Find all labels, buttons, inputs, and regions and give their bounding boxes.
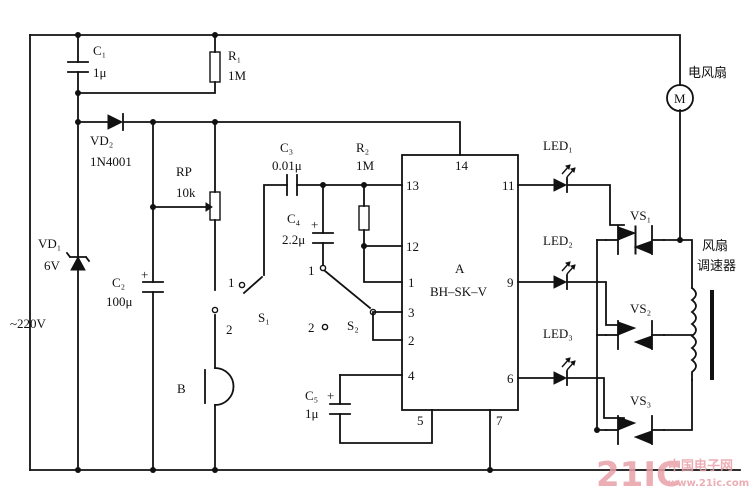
mic-label: B (177, 381, 186, 396)
rp-label: RP (176, 164, 192, 179)
ic-pin2: 2 (408, 333, 415, 348)
vd2-type: 1N4001 (90, 154, 132, 169)
vd1-label: VD₁ (38, 236, 61, 251)
mains-label: ~220V (10, 316, 47, 331)
s1-pos1: 1 (228, 275, 235, 290)
c4-label: C₄ (287, 211, 301, 226)
motor-label: 电风扇 (688, 65, 727, 81)
vd2-label: VD₂ (90, 133, 113, 148)
labels: C₁ 1μ R₁ 1M VD₂ 1N4001 RP 10k C₃ 0.01μ R… (10, 43, 736, 428)
svg-text:+: + (327, 388, 334, 403)
regulator-label-line1: 风扇 (702, 238, 728, 254)
ic-a-body (401, 154, 519, 411)
c1-value: 1μ (93, 65, 107, 80)
triac-vs3-symbol (605, 415, 665, 445)
ic-pin11: 11 (502, 178, 515, 193)
led2-label: LED₂ (543, 233, 573, 248)
c5-label: C₅ (305, 388, 318, 403)
capacitor-c1-symbol (67, 61, 89, 73)
c3-value: 0.01μ (272, 158, 302, 173)
ic-pin6: 6 (507, 371, 514, 386)
switch-s2-symbol (319, 264, 377, 331)
led1-label: LED₁ (543, 138, 573, 153)
ic-pin12: 12 (406, 239, 419, 254)
s2-label: S₂ (347, 318, 359, 333)
ic-pin13: 13 (406, 178, 419, 193)
c2-label: C₂ (112, 275, 125, 290)
c3-label: C₃ (280, 140, 293, 155)
fan-motor-symbol (666, 84, 694, 112)
led1-symbol (553, 164, 576, 193)
r1-value: 1M (228, 68, 247, 83)
watermark: 21IC 中国电子网 www.21ic.com (596, 455, 749, 494)
switch-s1-symbol (211, 275, 264, 314)
junction-dots (75, 32, 683, 473)
led3-label: LED₃ (543, 326, 573, 341)
vs3-label: VS₃ (630, 393, 651, 408)
ic-pin3: 3 (408, 305, 415, 320)
zener-vd1-symbol (65, 251, 91, 271)
watermark-logo: 21IC (596, 455, 681, 494)
svg-text:+: + (311, 217, 318, 232)
ic-pin5: 5 (417, 413, 424, 428)
c4-value: 2.2μ (282, 232, 305, 247)
capacitor-c5-symbol: + (327, 388, 351, 415)
c2-value: 100μ (106, 294, 133, 309)
potentiometer-rp-symbol (205, 191, 221, 221)
watermark-url: www.21ic.com (668, 478, 749, 489)
r2-label: R₂ (356, 140, 369, 155)
r1-label: R₁ (228, 48, 241, 63)
motor-symbol-letter: M (674, 91, 686, 106)
led2-symbol (553, 261, 576, 290)
capacitor-c3-symbol (286, 174, 298, 196)
ic-pin7: 7 (496, 413, 503, 428)
led3-symbol (553, 357, 576, 386)
ic-type: BH–SK–V (430, 284, 488, 299)
capacitor-c4-symbol: + (311, 217, 334, 244)
microphone-b-symbol (204, 367, 235, 406)
triac-vs1-symbol (605, 225, 665, 255)
s1-label: S₁ (258, 310, 270, 325)
regulator-coil-symbol (690, 286, 714, 381)
capacitor-c2-symbol: + (141, 267, 164, 293)
s2-pos1: 1 (308, 263, 315, 278)
watermark-cn: 中国电子网 (668, 458, 733, 474)
rp-value: 10k (176, 185, 196, 200)
s2-pos2: 2 (308, 320, 315, 335)
triac-vs2-symbol (605, 320, 665, 350)
r2-value: 1M (356, 158, 375, 173)
ic-label: A (455, 261, 465, 276)
c5-value: 1μ (305, 406, 319, 421)
vs1-label: VS₁ (630, 208, 651, 223)
diode-vd2-symbol (107, 113, 124, 131)
ic-pin14: 14 (455, 158, 469, 173)
resistor-r1-symbol (209, 51, 221, 83)
ic-pin9: 9 (507, 275, 514, 290)
c1-label: C₁ (93, 43, 106, 58)
svg-text:+: + (141, 267, 148, 282)
ic-pin1: 1 (408, 275, 415, 290)
ic-pin4: 4 (408, 368, 415, 383)
s1-pos2: 2 (226, 322, 233, 337)
resistor-r2-symbol (358, 205, 370, 231)
vs2-label: VS₂ (630, 301, 651, 316)
regulator-label-line2: 调速器 (697, 259, 736, 274)
vd1-value: 6V (44, 258, 61, 273)
